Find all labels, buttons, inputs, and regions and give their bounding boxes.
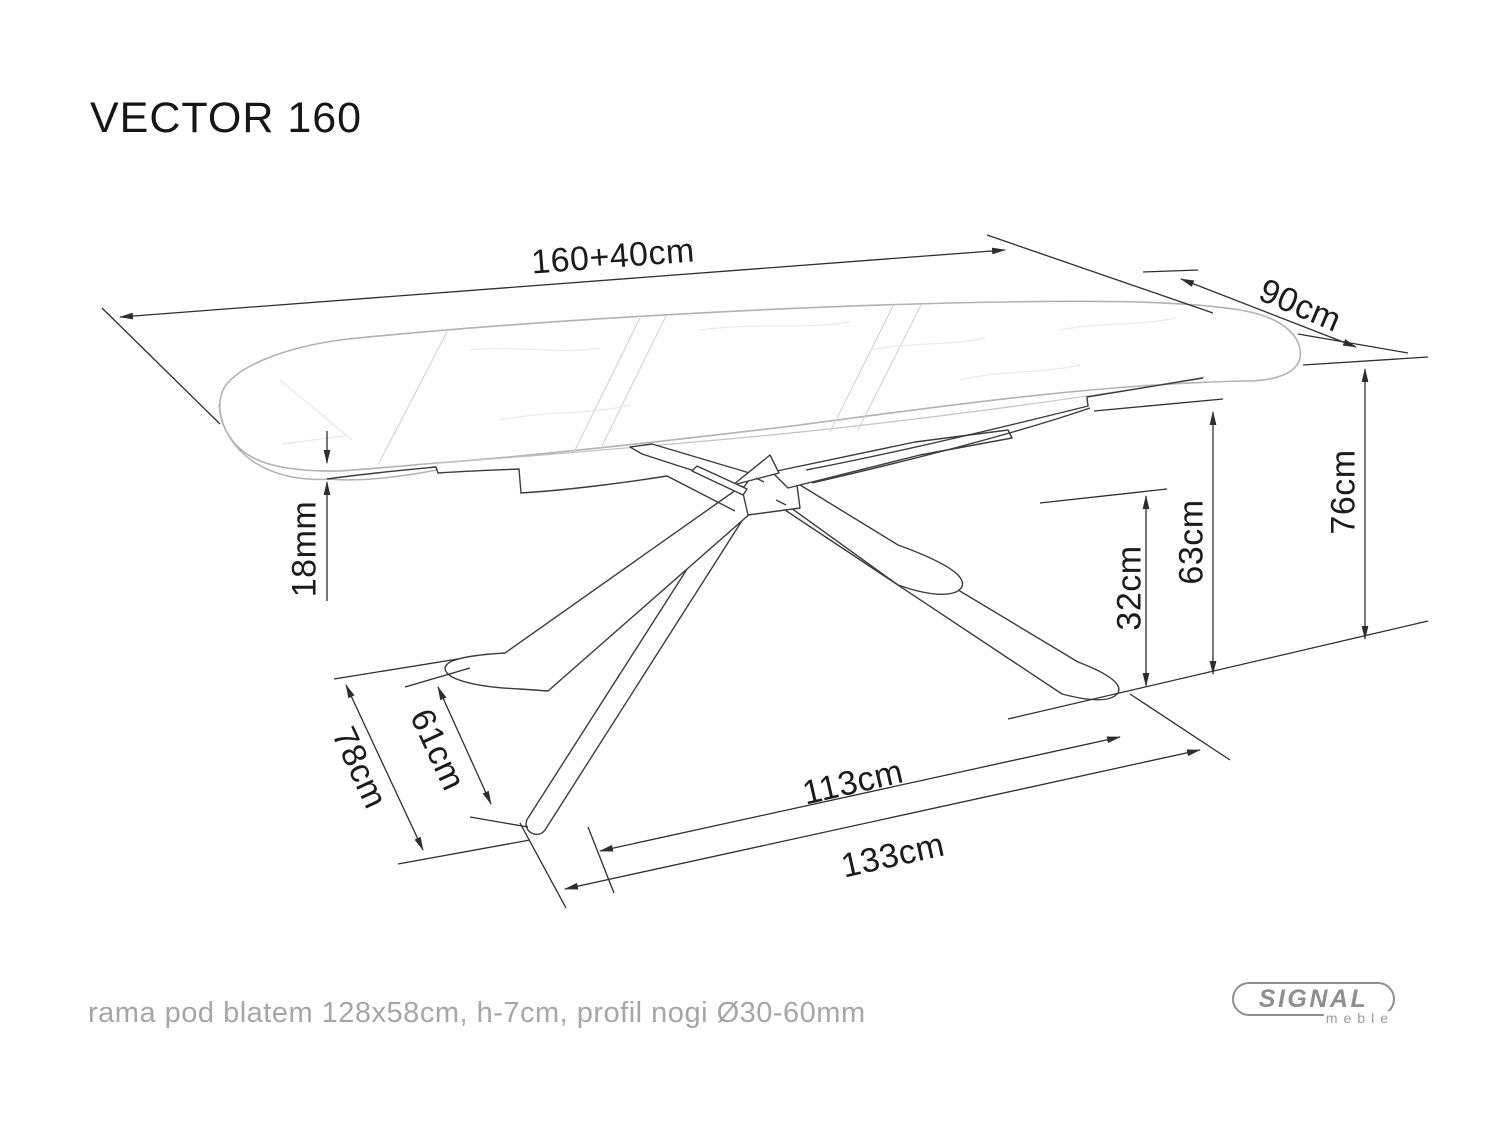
tabletop [218,300,1302,481]
dim-line-foot78 [345,684,424,851]
frame-spec-note: rama pod blatem 128x58cm, h-7cm, profil … [88,997,866,1029]
dimension-lines [101,234,1429,909]
ext-depth-bottom [1297,333,1409,354]
ext-foot78-bottom [397,839,531,865]
arm-upper-left [629,443,754,488]
ext-ground-line [1007,620,1429,720]
arm-gap-triangle [732,454,780,486]
tabletop-veins [279,317,1176,445]
ext-span133-left [519,822,567,909]
ext-length-right [986,234,1214,314]
ext-span-right [1129,693,1231,761]
dim-label-height: 76cm [1324,449,1363,535]
frame-apron [326,377,1204,512]
ext-foot61-top [404,667,471,688]
dim-label-top-thickness: 18mm [285,500,324,598]
brand-logo-subtitle: meble [1323,1010,1396,1027]
tabletop-bottom-edge [436,376,1206,464]
brand-logo: SIGNAL meble [1232,982,1402,1030]
dim-line-span133 [564,749,1201,890]
strut-bar [691,465,748,496]
ext-foot78-top [333,658,459,680]
apron-right-lower [811,407,1091,484]
leg-front-left [444,479,761,692]
dim-line-depth [1180,278,1357,348]
hub-tick-1 [755,477,765,483]
leg-front-right [779,479,964,595]
tabletop-thickness-edge [218,403,438,481]
apron-left [326,466,736,512]
ext-length-left [101,307,221,425]
apron-right [805,377,1204,471]
ext-cross-top [1039,488,1168,504]
tabletop-seams [377,304,922,466]
ext-foot61-bottom [469,816,529,828]
hub-tick-2 [775,499,787,506]
arm-upper-right [771,429,1013,489]
dim-line-foot61 [437,686,492,805]
ext-height-top [1302,356,1429,366]
dim-line-length [119,247,1006,320]
dim-label-frame-height: 63cm [1172,499,1211,585]
page-title: VECTOR 160 [90,94,363,142]
brand-logo-pill: SIGNAL [1232,982,1395,1016]
ext-frame-top [1093,398,1224,412]
dim-label-leg-cross-height: 32cm [1110,545,1149,631]
brand-logo-text: SIGNAL [1258,984,1369,1013]
ext-depth-top [1142,269,1199,273]
